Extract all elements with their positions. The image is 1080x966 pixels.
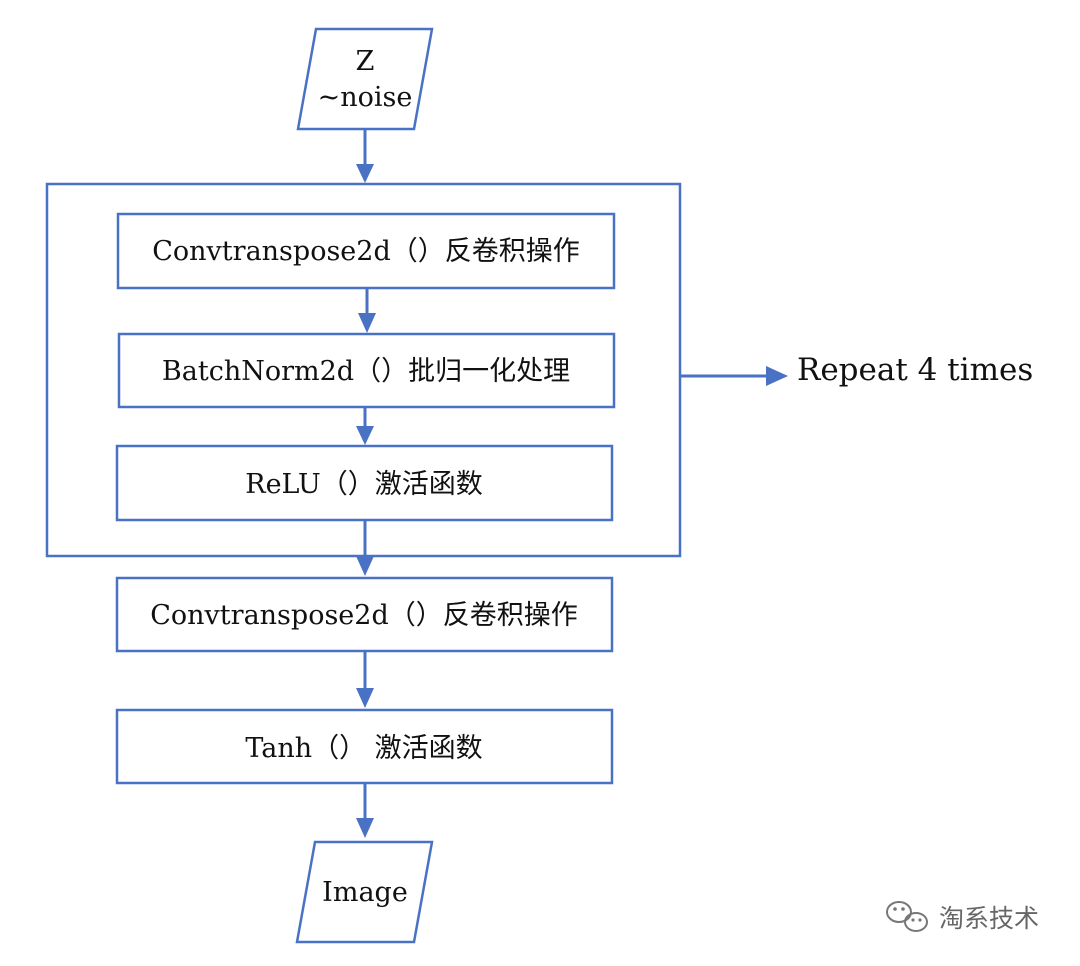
input-label-line2: ~noise	[318, 82, 413, 113]
step-box	[115, 444, 614, 522]
watermark: 淘系技术	[886, 901, 1039, 933]
step-relu: ReLU（）激活函数	[115, 444, 614, 522]
watermark-text: 淘系技术	[939, 904, 1039, 933]
step-label: ReLU（）激活函数	[245, 469, 483, 500]
arrow-tail2-to-output	[356, 783, 374, 838]
step-label: Tanh（） 激活函数	[245, 733, 482, 764]
input-node: Z ~noise	[296, 27, 434, 131]
arrow-input-to-block	[356, 129, 374, 183]
repeat-label: Repeat 4 times	[797, 352, 1033, 388]
step-convtranspose-final: Convtranspose2d（）反卷积操作	[115, 576, 614, 653]
output-label: Image	[322, 877, 408, 908]
wechat-icon	[886, 901, 928, 932]
arrow-block-to-tail	[356, 520, 374, 576]
step-box	[116, 212, 616, 290]
repeat-arrow	[680, 366, 788, 386]
arrow-step1-to-step2	[358, 288, 376, 333]
arrow-tail1-to-tail2	[356, 651, 374, 708]
step-box	[117, 332, 616, 409]
arrow-step2-to-step3	[356, 407, 374, 445]
step-convtranspose-1: Convtranspose2d（）反卷积操作	[116, 212, 616, 290]
step-box	[115, 576, 614, 653]
input-parallelogram	[296, 27, 434, 131]
step-batchnorm: BatchNorm2d（）批归一化处理	[117, 332, 616, 409]
step-label: Convtranspose2d（）反卷积操作	[150, 600, 578, 631]
step-tanh: Tanh（） 激活函数	[115, 708, 614, 785]
output-parallelogram	[295, 840, 434, 944]
step-label: BatchNorm2d（）批归一化处理	[162, 356, 570, 387]
step-label: Convtranspose2d（）反卷积操作	[152, 236, 580, 267]
input-label-line1: Z	[356, 46, 375, 77]
output-node: Image	[295, 840, 434, 944]
